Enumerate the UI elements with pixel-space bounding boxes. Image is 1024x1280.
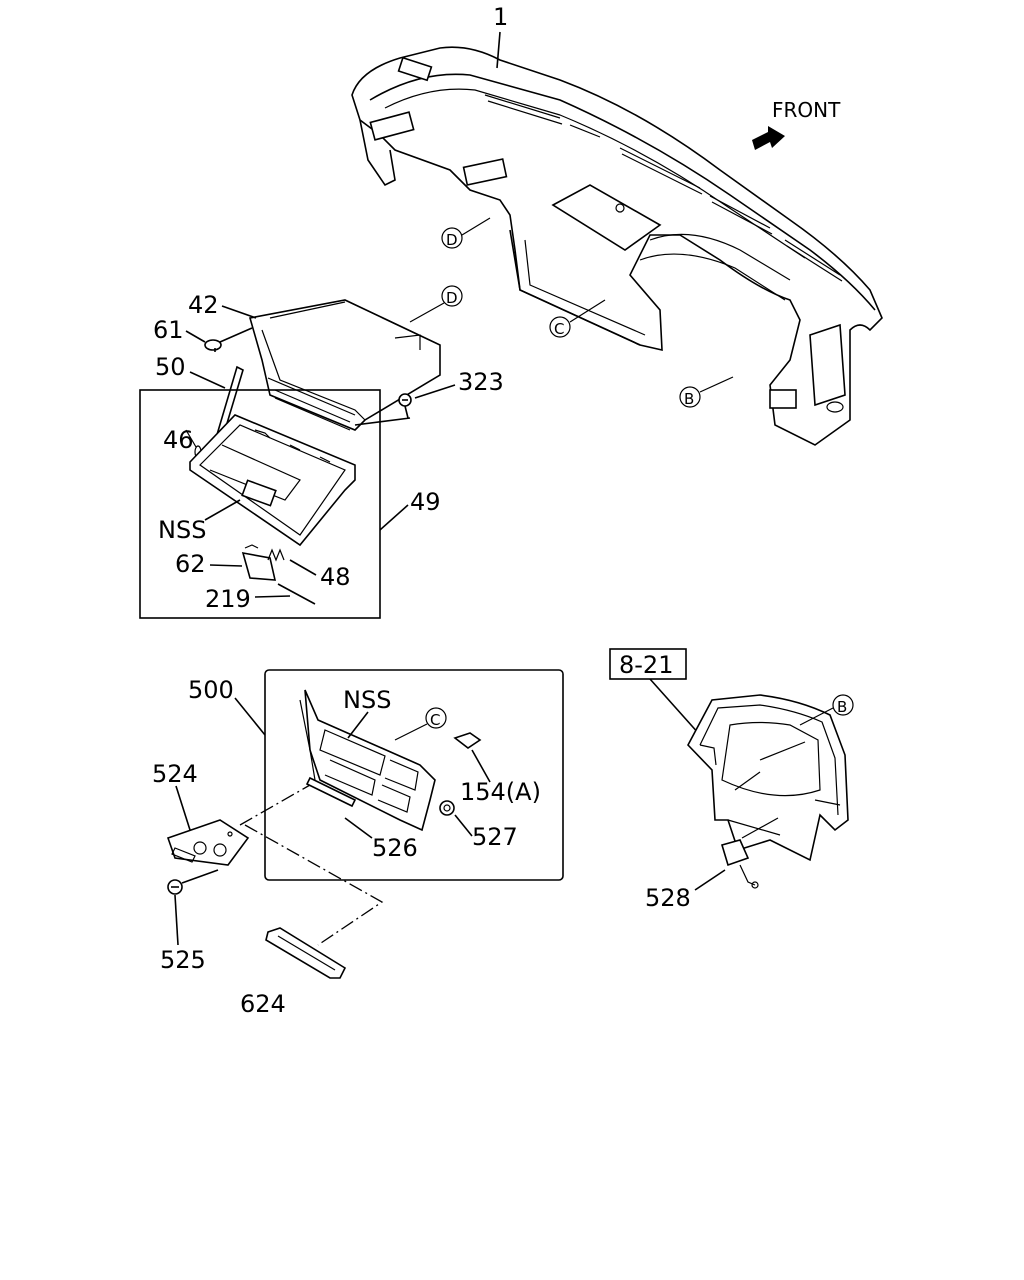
callout-c-panel (425, 707, 447, 729)
callout-b-dash (679, 386, 701, 408)
ref-box-text: 8-21 (619, 651, 673, 679)
pin-219 (277, 583, 316, 605)
callout-c-dash-text: C (554, 320, 564, 338)
vent-left (369, 111, 415, 141)
strip-526 (305, 776, 357, 808)
label-49: 49 (410, 488, 441, 516)
label-42: 42 (188, 291, 219, 319)
trim-strip-624 (265, 927, 347, 979)
label-624: 624 (240, 990, 286, 1018)
assembly-line-1 (239, 784, 311, 826)
spring-48 (267, 548, 285, 562)
callout-b-cluster (832, 694, 854, 716)
clip-154a (453, 732, 482, 749)
label-525: 525 (160, 946, 206, 974)
front-arrow-icon (752, 126, 785, 150)
callout-d-glovebox (441, 285, 463, 307)
label-nss-panel: NSS (343, 686, 391, 714)
group-box-49 (139, 389, 381, 619)
label-1: 1 (493, 3, 508, 31)
label-524: 524 (152, 760, 198, 788)
label-48: 48 (320, 563, 351, 591)
callout-b-dash-text: B (684, 390, 694, 408)
speaker-panel (551, 184, 662, 251)
callout-b-cluster-text: B (837, 698, 847, 716)
label-500: 500 (188, 676, 234, 704)
glovebox-housing (248, 299, 441, 431)
label-nss-glovebox: NSS (158, 516, 206, 544)
instrument-cluster-bezel (687, 694, 849, 862)
label-46: 46 (163, 426, 194, 454)
label-528: 528 (645, 884, 691, 912)
callout-c-panel-text: C (430, 711, 440, 729)
screw-323-icon (398, 393, 412, 419)
assembly-line-2 (244, 824, 384, 946)
clip-527 (439, 800, 455, 816)
vent-left-top (397, 56, 433, 82)
group-box-500 (264, 669, 564, 881)
callout-d-dash-text: D (446, 231, 458, 249)
center-console-panel (299, 689, 436, 832)
defroster-grille (484, 94, 843, 282)
vent-center (462, 158, 508, 186)
label-323: 323 (458, 368, 504, 396)
label-50: 50 (155, 353, 186, 381)
screw-525-icon (167, 869, 219, 895)
label-62: 62 (175, 550, 206, 578)
bracket-524 (166, 819, 250, 866)
front-label: FRONT (772, 98, 841, 122)
label-527: 527 (472, 823, 518, 851)
label-154a: 154(A) (460, 778, 541, 806)
dashboard-assembly (351, 46, 883, 446)
label-526: 526 (372, 834, 418, 862)
switch-528 (720, 839, 759, 889)
glovebox-door (189, 414, 356, 547)
label-61: 61 (153, 316, 184, 344)
latch-62 (241, 551, 277, 581)
callout-c-dash (549, 316, 571, 338)
screw-61-icon (204, 327, 253, 352)
label-219: 219 (205, 585, 251, 613)
ref-box-8-21 (609, 648, 687, 680)
callout-d-dash (441, 227, 463, 249)
callout-d-glovebox-text: D (446, 289, 458, 307)
